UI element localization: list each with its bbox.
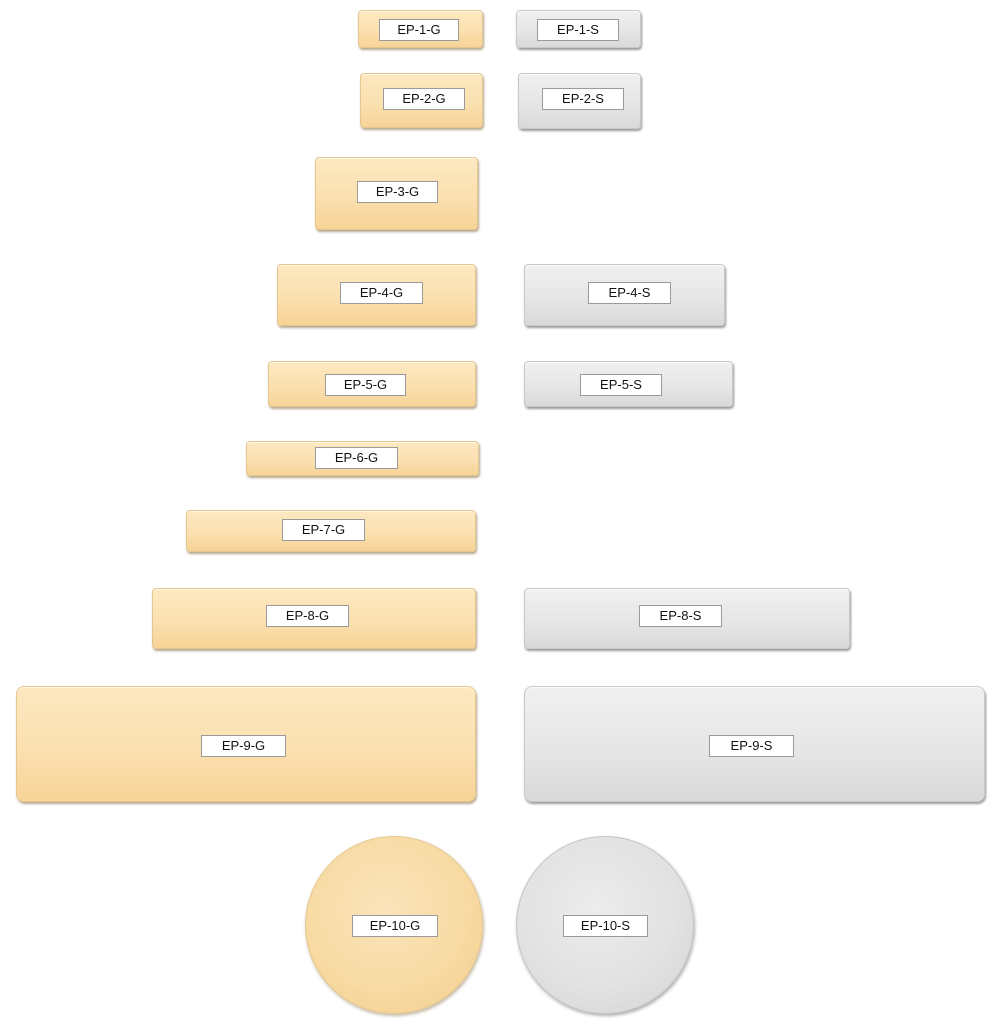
plate-label-ep-4-s: EP-4-S <box>588 282 671 304</box>
plate-label-ep-8-s: EP-8-S <box>639 605 722 627</box>
plate-label-ep-3-g: EP-3-G <box>357 181 438 203</box>
plate-ep-4-g[interactable]: EP-4-G <box>277 264 476 326</box>
plate-label-ep-4-g: EP-4-G <box>340 282 423 304</box>
plate-ep-9-s[interactable]: EP-9-S <box>524 686 985 802</box>
plate-ep-7-g[interactable]: EP-7-G <box>186 510 476 552</box>
plate-ep-9-g[interactable]: EP-9-G <box>16 686 476 802</box>
plate-label-ep-1-g: EP-1-G <box>379 19 459 41</box>
plate-ep-2-g[interactable]: EP-2-G <box>360 73 483 128</box>
plate-ep-4-s[interactable]: EP-4-S <box>524 264 725 326</box>
plate-ep-1-s[interactable]: EP-1-S <box>516 10 641 48</box>
plate-label-ep-9-g: EP-9-G <box>201 735 286 757</box>
plate-label-ep-5-s: EP-5-S <box>580 374 662 396</box>
plate-label-ep-9-s: EP-9-S <box>709 735 794 757</box>
plate-ep-6-g[interactable]: EP-6-G <box>246 441 479 476</box>
plate-ep-5-s[interactable]: EP-5-S <box>524 361 733 407</box>
plate-ep-10-g[interactable]: EP-10-G <box>305 836 483 1014</box>
plate-label-ep-2-s: EP-2-S <box>542 88 624 110</box>
plate-label-ep-8-g: EP-8-G <box>266 605 349 627</box>
plate-ep-2-s[interactable]: EP-2-S <box>518 73 641 129</box>
plate-label-ep-10-s: EP-10-S <box>563 915 648 937</box>
plate-ep-8-g[interactable]: EP-8-G <box>152 588 476 649</box>
plate-ep-1-g[interactable]: EP-1-G <box>358 10 483 48</box>
plate-label-ep-7-g: EP-7-G <box>282 519 365 541</box>
plate-ep-10-s[interactable]: EP-10-S <box>516 836 694 1014</box>
plate-label-ep-1-s: EP-1-S <box>537 19 619 41</box>
plate-ep-3-g[interactable]: EP-3-G <box>315 157 478 230</box>
plate-label-ep-10-g: EP-10-G <box>352 915 438 937</box>
plate-ep-5-g[interactable]: EP-5-G <box>268 361 476 407</box>
plate-label-ep-5-g: EP-5-G <box>325 374 406 396</box>
plate-label-ep-6-g: EP-6-G <box>315 447 398 469</box>
plate-label-ep-2-g: EP-2-G <box>383 88 465 110</box>
plate-ep-8-s[interactable]: EP-8-S <box>524 588 850 649</box>
